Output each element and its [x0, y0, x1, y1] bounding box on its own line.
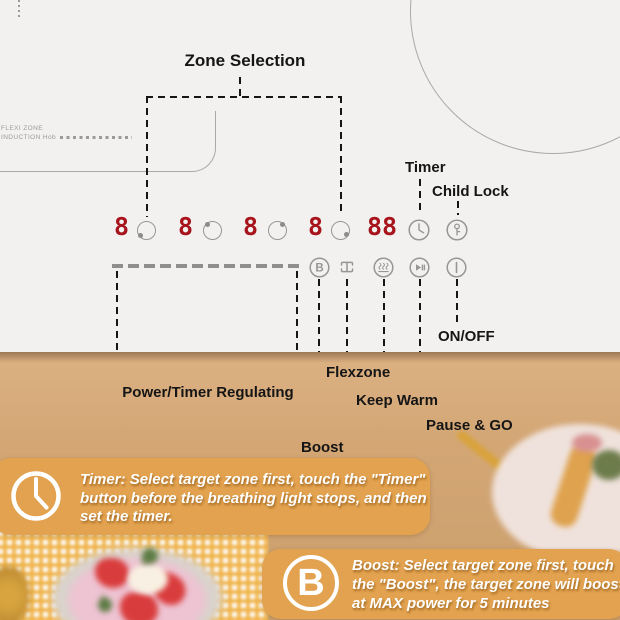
child-lock-button[interactable]: [446, 219, 468, 241]
zone-position-dot: [138, 233, 143, 238]
callout-line: [346, 279, 348, 364]
brand-text: FLEXI ZONE INDUCTION Hob: [1, 124, 133, 142]
zone-selection-label: Zone Selection: [184, 51, 306, 70]
boost-callout-line: Boost: Select target zone first, touch: [352, 557, 614, 574]
pause-go-button[interactable]: [409, 257, 430, 278]
flexzone-label: Flexzone: [326, 364, 391, 381]
callout-line: [296, 271, 298, 363]
brand-line2-row: INDUCTION Hob: [1, 133, 133, 142]
keep-warm-label: Keep Warm: [356, 392, 438, 409]
zone-select-button-1[interactable]: [137, 221, 156, 240]
power-line-icon: [446, 257, 467, 278]
zone-position-dot: [280, 222, 285, 227]
callout-line: [146, 96, 148, 217]
boost-letter: B: [297, 561, 325, 604]
clock-icon: [408, 219, 430, 241]
timer-button[interactable]: [408, 219, 430, 241]
callout-line: [116, 271, 118, 363]
steam-icon: [373, 257, 394, 278]
callout-line: [456, 279, 458, 326]
callout-line: [419, 179, 421, 215]
zone-select-button-2[interactable]: [203, 221, 222, 240]
boost-callout-banner: B Boost: Select target zone first, touch…: [262, 549, 620, 619]
play-pause-icon: [409, 257, 430, 278]
cooktop-surface: FLEXI ZONE INDUCTION Hob Zone Selection …: [0, 0, 620, 438]
bridge-icon: [340, 261, 354, 273]
strawberry: [95, 558, 129, 588]
on-off-label: ON/OFF: [438, 328, 495, 345]
pause-go-label: Pause & GO: [426, 417, 513, 434]
flexi-zone-outline: [0, 111, 216, 172]
timer-callout-line: set the timer.: [80, 508, 173, 526]
boost-b-icon: B: [309, 257, 330, 278]
decorative-dotted-line: [18, 0, 20, 17]
timer-callout-line: button before the breathing light stops,…: [80, 489, 427, 507]
key-icon: [446, 219, 468, 241]
callout-line: [146, 96, 342, 98]
mint-leaf: [142, 548, 158, 564]
timer-callout-text: Timer: Select target zone first, touch t…: [80, 471, 427, 527]
boost-label: Boost: [301, 439, 344, 456]
zone-display-3: 8: [243, 212, 259, 241]
timer-display: 88: [367, 212, 398, 241]
zone-position-dot: [344, 232, 349, 237]
timer-label: Timer: [405, 159, 446, 176]
timer-callout-banner: Timer: Select target zone first, touch t…: [0, 458, 430, 535]
boost-callout-line: the "Boost", the target zone will boost: [352, 576, 620, 593]
callout-line: [340, 96, 342, 215]
zone-display-2: 8: [178, 212, 194, 241]
zone-display-1: 8: [114, 212, 130, 241]
power-timer-regulating-label: Power/Timer Regulating: [122, 384, 294, 401]
boost-callout-text: Boost: Select target zone first, touch t…: [352, 556, 620, 613]
whipped-cream: [128, 564, 168, 594]
salad-greens: [592, 450, 620, 480]
timer-callout-line: Timer: Select target zone first, touch t…: [80, 471, 426, 488]
child-lock-label: Child Lock: [432, 183, 509, 200]
boost-button[interactable]: B: [309, 257, 330, 278]
zone-select-button-4[interactable]: [331, 221, 350, 240]
on-off-button[interactable]: [446, 257, 467, 278]
boost-callout-line: at MAX power for 5 minutes: [352, 595, 550, 612]
brand-line2: INDUCTION Hob: [1, 134, 57, 141]
zone-select-button-3[interactable]: [268, 221, 287, 240]
callout-line: [419, 279, 421, 373]
zone-display-4: 8: [308, 212, 324, 241]
callout-line: [457, 201, 459, 215]
food-item: [572, 434, 602, 452]
brand-line1: FLEXI ZONE: [1, 125, 43, 132]
strawberry: [120, 592, 158, 620]
surface-shadow-edge: [0, 352, 620, 363]
callout-line: [239, 77, 241, 97]
callout-line: [383, 279, 385, 392]
svg-text:B: B: [315, 263, 323, 275]
decorative-square-dots: [60, 135, 133, 139]
cooking-zone-outline: [410, 0, 620, 154]
keep-warm-button[interactable]: [373, 257, 394, 278]
power-timer-slider[interactable]: [112, 264, 299, 268]
flexzone-button[interactable]: [338, 258, 356, 276]
zone-position-dot: [205, 222, 210, 227]
clock-icon: [11, 471, 61, 521]
boost-b-icon: B: [283, 555, 339, 611]
